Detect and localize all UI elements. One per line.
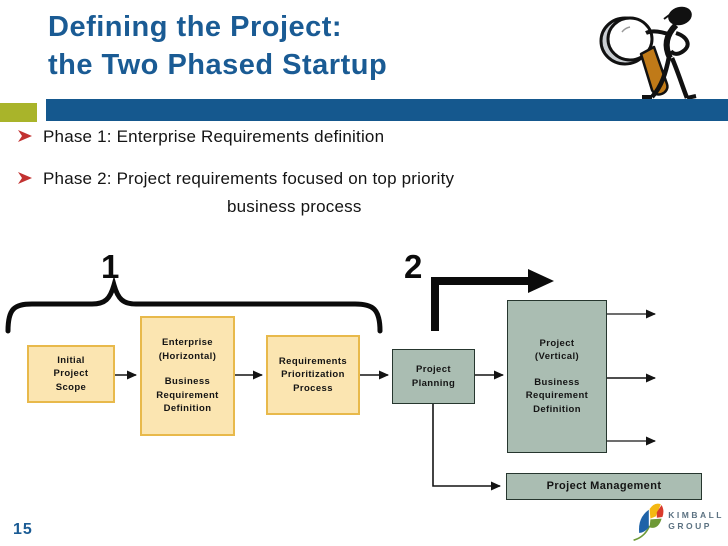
kimball-word: KIMBALL xyxy=(668,510,724,520)
kimball-group-logo: KIMBALL GROUP xyxy=(632,500,724,542)
box-line: Definition xyxy=(163,403,212,415)
phase-2-arrowhead xyxy=(528,269,554,293)
box-line: Project Management xyxy=(546,479,662,492)
bullet-phase-1: Phase 1: Enterprise Requirements definit… xyxy=(18,127,384,147)
box-line: Requirements xyxy=(278,355,348,367)
box-line: Prioritization xyxy=(281,369,345,381)
page-number: 15 xyxy=(13,521,33,538)
kimball-leaf-icon xyxy=(633,503,664,541)
header-divider-bar xyxy=(46,99,728,121)
box-line: Definition xyxy=(533,403,581,415)
page-title: Defining the Project: the Two Phased Sta… xyxy=(48,8,387,84)
group-word: GROUP xyxy=(668,521,712,531)
title-line-2: the Two Phased Startup xyxy=(48,49,388,81)
box-line: Project xyxy=(53,368,89,380)
box-line: Project xyxy=(415,364,451,375)
box-line: (Horizontal) xyxy=(158,350,217,362)
accent-square xyxy=(0,103,37,122)
bullet-arrow-icon xyxy=(18,130,32,142)
bullet-text: Phase 2: Project requirements focused on… xyxy=(43,169,455,188)
bullet-text: Phase 1: Enterprise Requirements definit… xyxy=(43,127,385,146)
phase-1-brace xyxy=(5,275,383,334)
box-project-planning: Project Planning xyxy=(392,349,475,404)
magnifier-person-icon xyxy=(599,6,697,100)
box-line: Project xyxy=(539,337,575,349)
box-initial-project-scope: Initial Project Scope xyxy=(27,345,115,403)
box-line: Business xyxy=(534,376,580,388)
bullet-text-continuation: business process xyxy=(227,197,362,216)
box-line: Process xyxy=(293,382,333,394)
box-enterprise-requirement-definition: Enterprise (Horizontal) Business Require… xyxy=(140,316,235,436)
box-project-requirement-definition: Project (Vertical) Business Requirement … xyxy=(507,300,607,453)
box-line: Scope xyxy=(55,381,87,393)
box-line: Enterprise xyxy=(162,337,213,349)
box-line: (Vertical) xyxy=(534,351,580,363)
box-line: Business xyxy=(164,376,211,388)
phase-2-number: 2 xyxy=(404,248,423,285)
box-line: Initial xyxy=(57,354,85,366)
bullet-phase-2: Phase 2: Project requirements focused on… xyxy=(18,169,454,189)
box-line: Requirement xyxy=(525,390,589,402)
box-line: Planning xyxy=(411,377,456,389)
box-project-management: Project Management xyxy=(506,473,702,500)
bullet-arrow-icon xyxy=(18,172,32,184)
box-line: Requirement xyxy=(156,389,219,401)
title-line-1: Defining the Project: xyxy=(48,11,343,43)
phase-1-number: 1 xyxy=(101,248,120,285)
kimball-logo-text: KIMBALL GROUP xyxy=(668,510,724,532)
arrow-planning-to-management xyxy=(432,404,501,491)
box-requirements-prioritization: Requirements Prioritization Process xyxy=(266,335,360,415)
phase-2-arrow xyxy=(431,277,530,331)
